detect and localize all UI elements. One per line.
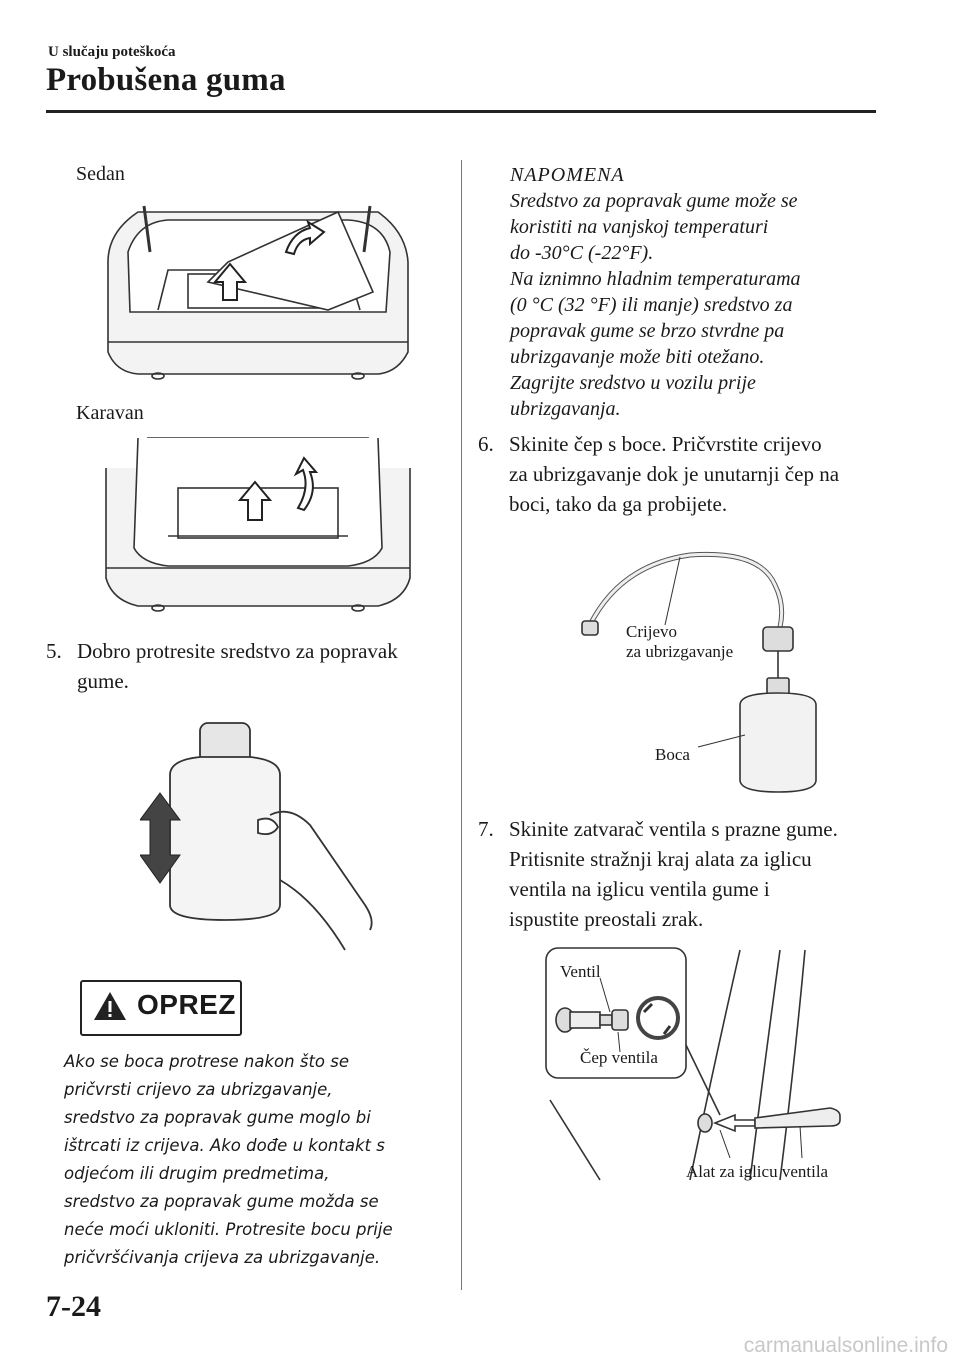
note-line-7: ubrizgavanje može biti otežano. bbox=[510, 346, 765, 368]
page-title: Probušena guma bbox=[46, 62, 286, 98]
step-5-number: 5. bbox=[46, 639, 62, 663]
caution-heading: OPREZ bbox=[137, 989, 236, 1020]
step-7-number: 7. bbox=[478, 817, 494, 841]
note-line-4: Na iznimno hladnim temperaturama bbox=[510, 268, 801, 290]
step-5: 5. Dobro protresite sredstvo za popravak… bbox=[46, 637, 446, 697]
column-divider bbox=[461, 160, 462, 1290]
note-line-3: do -30°C (-22°F). bbox=[510, 242, 654, 264]
caution-line-2: pričvrsti crijevo za ubrizgavanje, bbox=[64, 1080, 333, 1099]
page-number: 7-24 bbox=[46, 1290, 101, 1323]
step-7-line-2: Pritisnite stražnji kraj alata za iglicu bbox=[509, 847, 812, 871]
caution-line-6: sredstvo za popravak gume možda se bbox=[64, 1192, 379, 1211]
karavan-trunk-illustration bbox=[105, 437, 411, 612]
title-rule bbox=[46, 110, 876, 113]
step-7-line-4: ispustite preostali zrak. bbox=[509, 907, 704, 931]
step-7-line-1: Skinite zatvarač ventila s prazne gume. bbox=[509, 817, 838, 841]
step-5-line-2: gume. bbox=[77, 669, 129, 693]
step-6: 6. Skinite čep s boce. Pričvrstite crije… bbox=[478, 430, 898, 520]
hose-label-line-1: Crijevo bbox=[626, 622, 677, 641]
warning-icon bbox=[94, 992, 126, 1020]
sedan-label: Sedan bbox=[76, 163, 125, 185]
caution-line-3: sredstvo za popravak gume moglo bi bbox=[64, 1108, 371, 1127]
watermark: carmanualsonline.info bbox=[743, 1334, 948, 1357]
shake-bottle-illustration bbox=[140, 722, 373, 951]
step-6-line-1: Skinite čep s boce. Pričvrstite crijevo bbox=[509, 432, 822, 456]
note-line-8: Zagrijte sredstvo u vozilu prije bbox=[510, 372, 756, 394]
bottle-label: Boca bbox=[655, 745, 690, 764]
sedan-trunk-illustration bbox=[107, 205, 409, 380]
caution-line-4: ištrcati iz crijeva. Ako dođe u kontakt … bbox=[64, 1136, 385, 1155]
note-line-5: (0 °C (32 °F) ili manje) sredstvo za bbox=[510, 294, 793, 316]
karavan-label: Karavan bbox=[76, 402, 144, 424]
step-6-line-3: boci, tako da ga probijete. bbox=[509, 492, 728, 516]
hose-bottle-illustration bbox=[581, 551, 817, 793]
step-5-line-1: Dobro protresite sredstvo za popravak bbox=[77, 639, 398, 663]
caution-line-5: odjećom ili drugim predmetima, bbox=[64, 1164, 330, 1183]
step-6-number: 6. bbox=[478, 432, 494, 456]
note-line-2: koristiti na vanjskoj temperaturi bbox=[510, 216, 769, 238]
note-heading: NAPOMENA bbox=[510, 164, 625, 186]
caution-body: Ako se boca protrese nakon što se pričvr… bbox=[64, 1048, 444, 1272]
step-7: 7. Skinite zatvarač ventila s prazne gum… bbox=[478, 815, 898, 935]
caution-line-1: Ako se boca protrese nakon što se bbox=[64, 1052, 349, 1071]
note-line-9: ubrizgavanja. bbox=[510, 398, 621, 420]
caution-line-8: pričvršćivanja crijeva za ubrizgavanje. bbox=[64, 1248, 381, 1267]
valve-cap-label: Čep ventila bbox=[580, 1048, 658, 1067]
step-7-line-3: ventila na iglicu ventila gume i bbox=[509, 877, 770, 901]
valve-label: Ventil bbox=[560, 962, 601, 981]
step-6-line-2: za ubrizgavanje dok je unutarnji čep na bbox=[509, 462, 840, 486]
hose-label-line-2: za ubrizgavanje bbox=[626, 642, 734, 661]
note-line-6: popravak gume se brzo stvrdne pa bbox=[510, 320, 785, 342]
caution-box: OPREZ bbox=[80, 980, 242, 1036]
note: NAPOMENA Sredstvo za popravak gume može … bbox=[510, 162, 890, 422]
note-line-1: Sredstvo za popravak gume može se bbox=[510, 190, 798, 212]
valve-tool-label: Alat za iglicu ventila bbox=[686, 1162, 829, 1181]
caution-line-7: neće moći ukloniti. Protresite bocu prij… bbox=[64, 1220, 393, 1239]
section-label: U slučaju poteškoća bbox=[48, 44, 176, 60]
valve-tool-illustration bbox=[545, 947, 841, 1181]
